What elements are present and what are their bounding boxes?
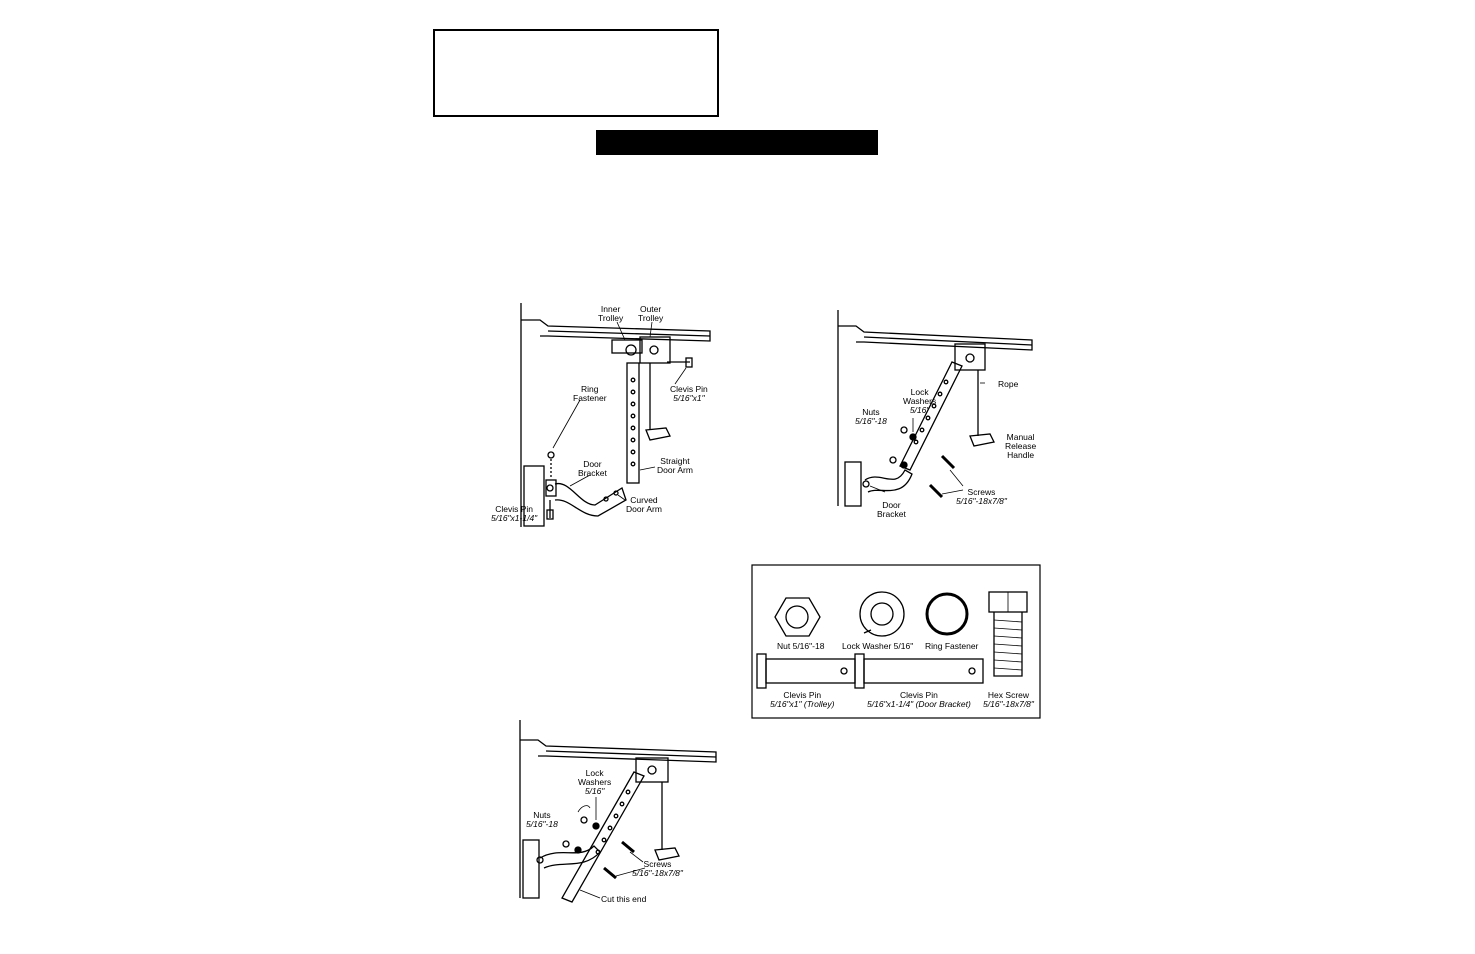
title-bar xyxy=(596,130,878,155)
fig2-rope-label: Rope xyxy=(998,379,1019,389)
hw-nut-label: Nut 5/16"-18 xyxy=(777,641,825,651)
header-box xyxy=(433,29,719,117)
figure3-drawing xyxy=(519,720,717,903)
hardware-drawing xyxy=(751,564,1041,719)
hw-lock-washer-label: Lock Washer 5/16" xyxy=(842,641,914,651)
figure1-drawing xyxy=(520,303,711,527)
fig3-cut-this-end-label: Cut this end xyxy=(601,894,647,904)
hw-ring-fastener-label: Ring Fastener xyxy=(925,641,979,651)
figure2-drawing xyxy=(837,310,1033,507)
